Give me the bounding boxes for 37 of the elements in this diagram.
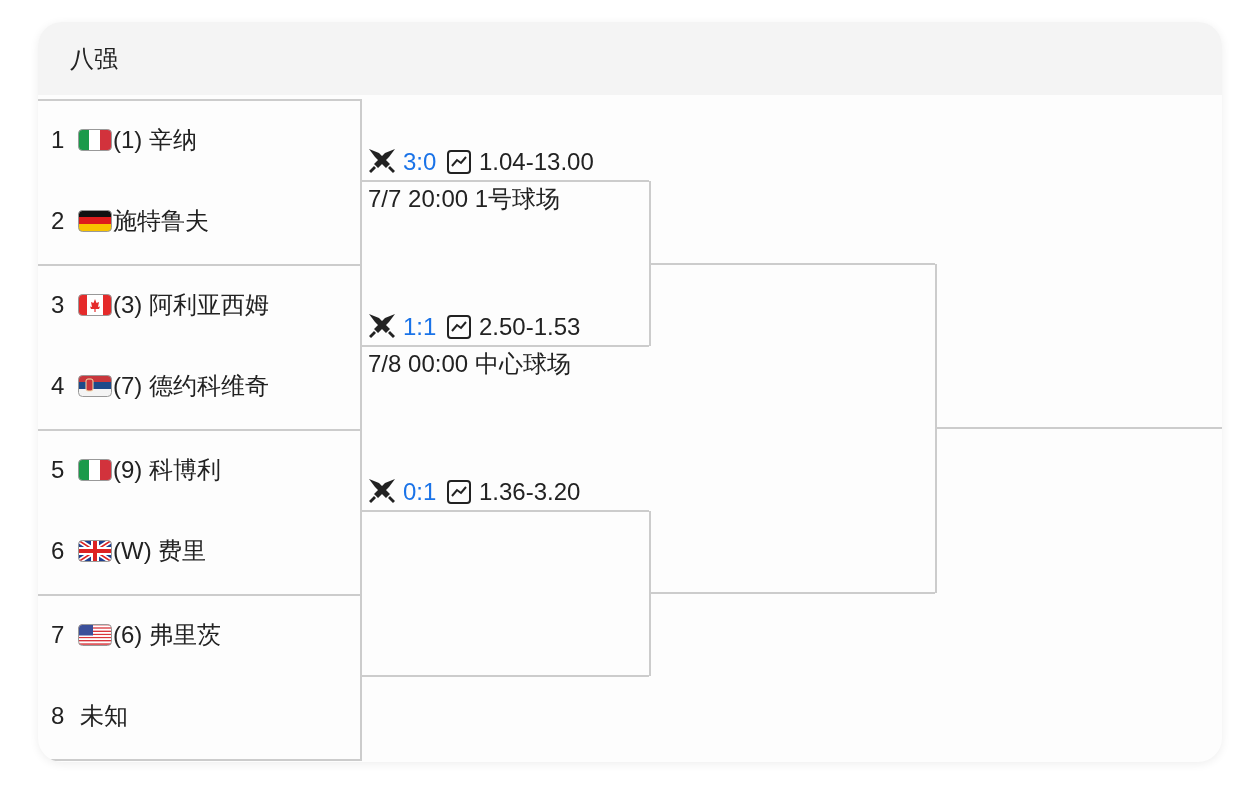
seed-number: 6 (51, 536, 65, 566)
score-label: 3:0 (403, 147, 437, 177)
bracket-connector (361, 345, 650, 347)
bracket-connector (936, 427, 1222, 429)
odds-text: 1.36-3.20 (479, 477, 581, 507)
match-box (38, 99, 362, 266)
bracket-line (935, 264, 937, 593)
bracket-connector (361, 510, 650, 512)
player-name: (3) 阿利亚西姆 (113, 290, 269, 320)
seed-number: 1 (51, 125, 65, 155)
bracket-line (649, 181, 651, 346)
bracket-connector (361, 180, 650, 182)
player-name: (7) 德约科维奇 (113, 371, 269, 401)
bracket-line (649, 511, 651, 676)
score-label: 0:1 (403, 477, 437, 507)
card-header: 八强 (38, 22, 1222, 95)
player-name: 未知 (80, 701, 128, 731)
match-schedule: 7/8 00:00 中心球场 (368, 349, 571, 379)
player-name: (6) 弗里茨 (113, 620, 221, 650)
score-label: 1:1 (403, 312, 437, 342)
bracket-connector (650, 263, 936, 265)
seed-number: 5 (51, 455, 65, 485)
bracket-connector (361, 675, 650, 677)
odds-text: 2.50-1.53 (479, 312, 581, 342)
seed-number: 2 (51, 206, 65, 236)
seed-number: 4 (51, 371, 65, 401)
match-schedule: 7/7 20:00 1号球场 (368, 184, 561, 214)
seed-number: 7 (51, 620, 65, 650)
bracket-card (38, 22, 1222, 762)
player-name: 施特鲁夫 (113, 206, 209, 236)
player-name: (W) 费里 (113, 536, 207, 566)
odds-text: 1.04-13.00 (479, 147, 594, 177)
seed-number: 8 (51, 701, 65, 731)
bracket-connector (650, 592, 936, 594)
player-name: (9) 科博利 (113, 455, 221, 485)
seed-number: 3 (51, 290, 65, 320)
player-name: (1) 辛纳 (113, 125, 197, 155)
